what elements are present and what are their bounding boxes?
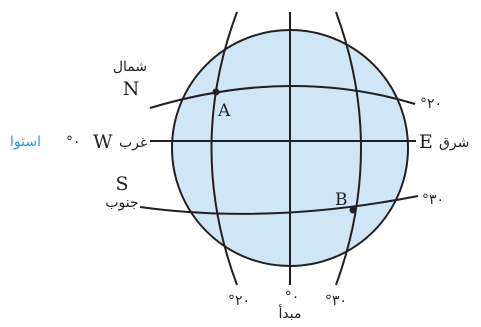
parallel-north xyxy=(149,84,416,109)
point-b-dot xyxy=(349,206,357,214)
lat-north-degree-label: °٢٠ xyxy=(420,96,442,112)
south-letter-label: S xyxy=(115,173,128,195)
north-letter-label: N xyxy=(123,78,140,100)
point-a-label: A xyxy=(217,101,231,121)
parallel-south xyxy=(139,195,419,215)
north-arabic-label: شمال xyxy=(113,59,147,75)
lon-west-degree-label: °٢٠ xyxy=(228,293,250,309)
west-arabic-label: غرب xyxy=(119,135,147,151)
meridian-west xyxy=(210,11,238,286)
east-arabic-label: شرق xyxy=(439,135,469,151)
point-b-label: B xyxy=(335,190,348,210)
east-letter-label: E xyxy=(419,131,433,153)
lon-prime-degree-label: °٠ xyxy=(285,289,300,305)
west-letter-label: W xyxy=(93,131,113,153)
equator-degree-label: °٠ xyxy=(66,134,81,150)
point-a-dot xyxy=(212,88,220,96)
meridian-east xyxy=(335,11,362,286)
equator-word-label: استوا xyxy=(10,134,41,150)
south-arabic-label: جنوب xyxy=(105,195,138,211)
lat-south-degree-label: °٣٠ xyxy=(422,192,444,208)
prime-arabic-label: مبدأ xyxy=(279,304,302,322)
lon-east-degree-label: °٣٠ xyxy=(325,293,347,309)
